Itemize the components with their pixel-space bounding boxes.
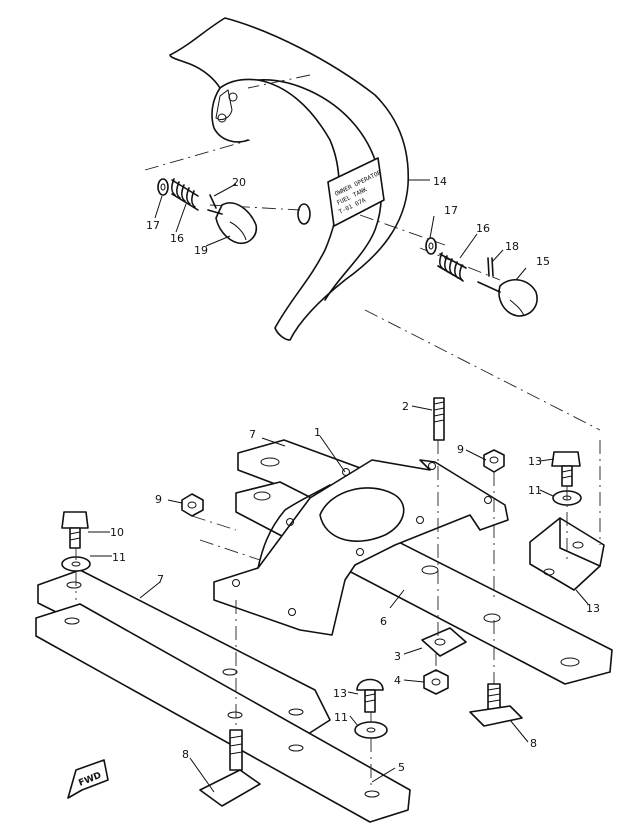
callout-16: 16 <box>476 222 490 235</box>
nut-part-9-left <box>181 493 204 517</box>
callout-20: 20 <box>232 176 246 189</box>
left-washer-part-17 <box>157 178 169 196</box>
callout-17: 17 <box>444 204 458 217</box>
main-bracket-part-1 <box>213 459 509 636</box>
leader-lines <box>88 179 589 793</box>
callout-11: 11 <box>334 711 348 724</box>
nut-part-9-right <box>483 449 505 473</box>
callout-13: 13 <box>586 602 600 615</box>
callout-16: 16 <box>170 232 184 245</box>
callout-7: 7 <box>249 428 256 441</box>
callout-8: 8 <box>182 748 189 761</box>
callout-9: 9 <box>155 493 162 506</box>
nut-part-4 <box>423 669 449 695</box>
callout-5: 5 <box>398 761 405 774</box>
callout-6: 6 <box>380 615 387 628</box>
left-spring-part-16 <box>171 178 199 211</box>
callout-15: 15 <box>536 255 550 268</box>
callout-1: 1 <box>314 426 321 439</box>
callout-11: 11 <box>112 551 126 564</box>
washer-part-11-left <box>61 556 91 572</box>
callout-10: 10 <box>110 526 124 539</box>
right-washer-part-17 <box>425 237 437 255</box>
callout-13: 13 <box>528 455 542 468</box>
right-pin-part-18 <box>487 257 494 277</box>
tee-bolt-part-8-left <box>199 729 261 807</box>
right-spring-part-16 <box>437 252 467 282</box>
bolt-part-13-top <box>551 451 581 487</box>
callout-4: 4 <box>394 674 401 687</box>
callout-18: 18 <box>505 240 519 253</box>
callout-11: 11 <box>528 484 542 497</box>
callout-7: 7 <box>157 573 164 586</box>
tee-bolt-part-8-right <box>469 683 523 727</box>
left-knob-part-19 <box>207 202 258 245</box>
bolt-part-10 <box>61 511 89 549</box>
left-pin-part-20 <box>209 194 217 209</box>
mudguard-part-14: OWNER OPERATOR FUEL TANK T-01 07A <box>169 17 410 341</box>
washer-part-3 <box>421 627 467 657</box>
callout-3: 3 <box>394 650 401 663</box>
bottom-plate-part-5 <box>35 603 411 823</box>
washer-part-11-bottom <box>354 721 388 739</box>
callout-17: 17 <box>146 219 160 232</box>
callout-19: 19 <box>194 244 208 257</box>
fwd-arrow-icon: FWD <box>67 759 109 799</box>
right-knob-part-15 <box>477 279 538 317</box>
callout-14: 14 <box>433 175 447 188</box>
stud-part-2 <box>433 397 445 441</box>
callout-13: 13 <box>333 687 347 700</box>
callout-9: 9 <box>457 443 464 456</box>
clip-bracket-part-13 <box>529 517 605 591</box>
callout-8: 8 <box>530 737 537 750</box>
callout-2: 2 <box>402 400 409 413</box>
bolt-part-13-bottom <box>356 678 384 713</box>
